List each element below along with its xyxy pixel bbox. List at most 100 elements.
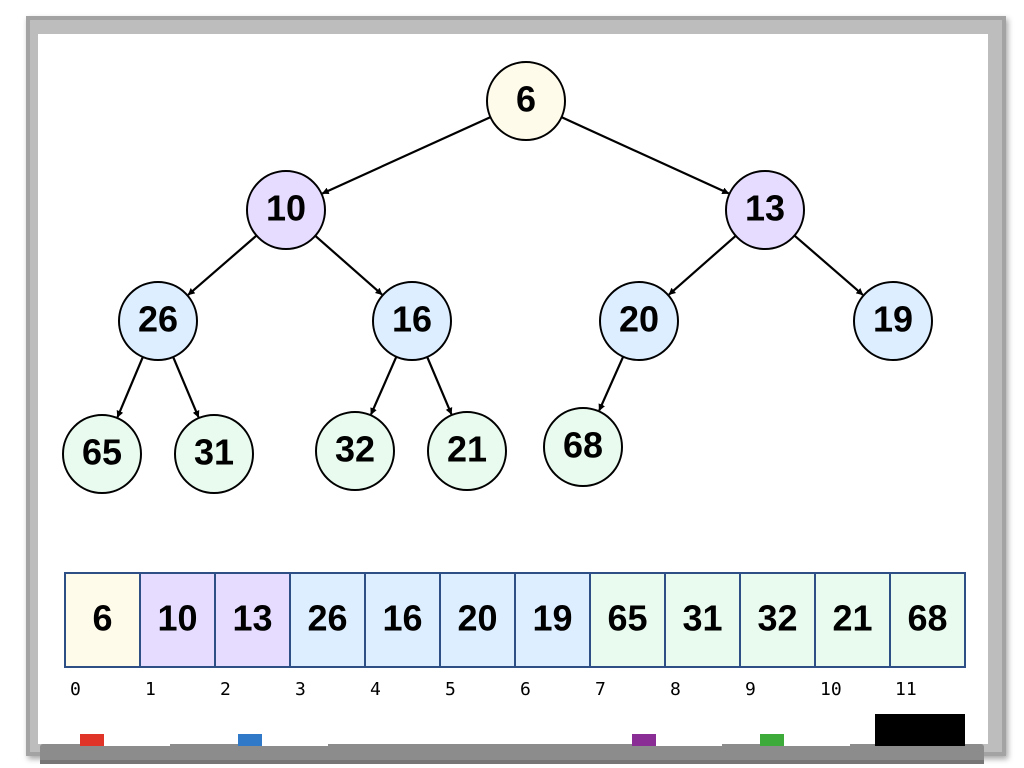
array-cell-box	[739, 572, 816, 668]
node-circle	[315, 411, 395, 491]
array-cell-box	[589, 572, 666, 668]
node-circle	[853, 281, 933, 361]
array-cell: 19	[514, 572, 591, 668]
marker-body	[784, 734, 850, 746]
array-cell-box	[64, 572, 141, 668]
tree-node: 10	[246, 170, 326, 250]
array-index-label: 4	[370, 679, 381, 700]
node-label: 31	[194, 432, 234, 473]
node-circle	[118, 281, 198, 361]
array-cell: 6	[64, 572, 141, 668]
array-cell-box	[514, 572, 591, 668]
marker-tray-lip	[40, 760, 984, 764]
array-cell: 32	[739, 572, 816, 668]
tree-node: 65	[62, 414, 142, 494]
node-circle	[62, 414, 142, 494]
markers	[80, 734, 850, 746]
tree-node: 21	[427, 411, 507, 491]
array-index-label: 8	[670, 679, 681, 700]
edge-3-7	[116, 356, 144, 418]
array-cell-box	[889, 572, 966, 668]
node-circle	[427, 411, 507, 491]
node-label: 21	[447, 429, 487, 470]
edge-1-4	[314, 234, 383, 296]
tree-node: 6	[486, 61, 566, 141]
purple-marker[interactable]	[632, 734, 722, 746]
node-circle	[725, 170, 805, 250]
array-cell-value: 19	[532, 598, 572, 639]
node-label: 10	[266, 188, 306, 229]
array-cell: 20	[439, 572, 516, 668]
edge-0-1	[321, 116, 491, 195]
node-circle	[543, 407, 623, 487]
array-cell-box	[364, 572, 441, 668]
array-index-label: 0	[70, 679, 81, 700]
marker-cap	[632, 734, 656, 746]
array-index-label: 11	[895, 679, 917, 700]
tree-node: 68	[543, 407, 623, 487]
tree-node: 32	[315, 411, 395, 491]
array-cell-value: 20	[457, 598, 497, 639]
array-cell-box	[439, 572, 516, 668]
marker-body	[262, 734, 328, 746]
node-circle	[486, 61, 566, 141]
marker-body	[656, 734, 722, 746]
marker-cap	[80, 734, 104, 746]
node-circle	[372, 281, 452, 361]
array-index-label: 6	[520, 679, 531, 700]
green-marker[interactable]	[760, 734, 850, 746]
array-index-label: 2	[220, 679, 231, 700]
edge-0-2	[561, 116, 730, 195]
tree-node: 16	[372, 281, 452, 361]
array-cell: 21	[814, 572, 891, 668]
array-cell-value: 21	[832, 598, 872, 639]
array-cell-value: 32	[757, 598, 797, 639]
edge-2-5	[668, 234, 737, 296]
edge-3-8	[172, 356, 200, 418]
array-cell: 16	[364, 572, 441, 668]
node-circle	[174, 414, 254, 494]
array-cell-box	[139, 572, 216, 668]
edge-1-3	[187, 234, 258, 296]
array-cell: 13	[214, 572, 291, 668]
tree-node: 20	[599, 281, 679, 361]
red-marker[interactable]	[80, 734, 170, 746]
node-label: 26	[138, 299, 178, 340]
array-cell-value: 16	[382, 598, 422, 639]
array-index-label: 7	[595, 679, 606, 700]
node-label: 13	[745, 188, 785, 229]
array-cell-value: 26	[307, 598, 347, 639]
marker-body	[104, 734, 170, 746]
array-index-label: 10	[820, 679, 842, 700]
node-label: 6	[516, 79, 536, 120]
array-cell: 10	[139, 572, 216, 668]
array-cell-value: 13	[232, 598, 272, 639]
marker-cap	[238, 734, 262, 746]
heap-array: 6 10 13 26 16 20 19 65 31 32 21 68	[64, 572, 966, 668]
array-index-label: 1	[145, 679, 156, 700]
edge-4-10	[426, 356, 453, 415]
tree-node: 26	[118, 281, 198, 361]
eraser[interactable]	[875, 714, 965, 746]
array-cell-box	[289, 572, 366, 668]
marker-tray	[40, 744, 984, 764]
array-cell-value: 68	[907, 598, 947, 639]
tree-edges	[116, 116, 864, 418]
array-cell-value: 31	[682, 598, 722, 639]
marker-cap	[760, 734, 784, 746]
array-cell: 65	[589, 572, 666, 668]
node-label: 65	[82, 432, 122, 473]
edge-4-9	[370, 356, 398, 416]
array-cell-value: 6	[92, 598, 112, 639]
node-label: 68	[563, 425, 603, 466]
array-cell-value: 10	[157, 598, 197, 639]
array-cell-value: 65	[607, 598, 647, 639]
array-index-label: 9	[745, 679, 756, 700]
edge-5-11	[598, 356, 625, 412]
array-cell: 26	[289, 572, 366, 668]
blue-marker[interactable]	[238, 734, 328, 746]
node-label: 20	[619, 299, 659, 340]
